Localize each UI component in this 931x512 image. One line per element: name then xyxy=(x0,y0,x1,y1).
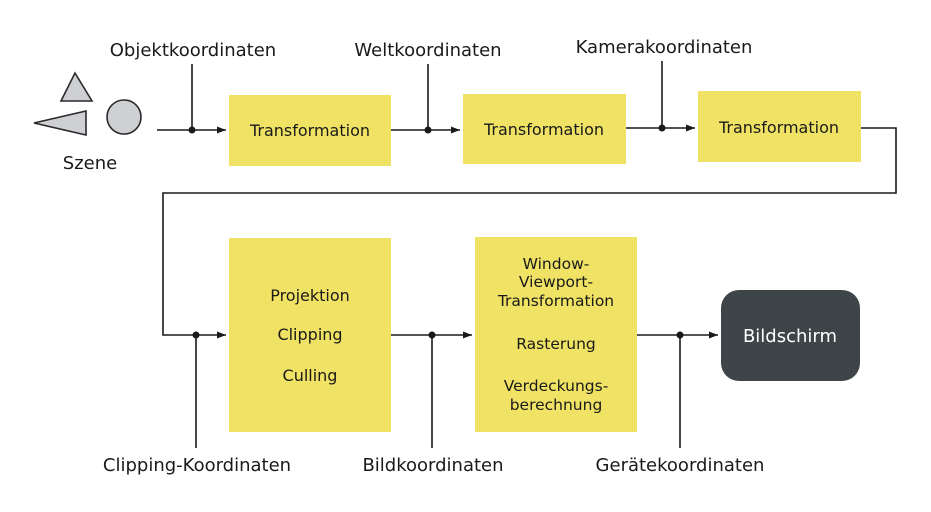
welt-label: Weltkoordinaten xyxy=(354,40,501,61)
projection-box-line-2: Clipping xyxy=(277,325,342,344)
transformation-box-1 xyxy=(229,95,391,166)
geraete-junction-dot xyxy=(676,331,684,339)
projection-box-line-1: Projektion xyxy=(270,286,350,305)
projection-box-line-3: Culling xyxy=(283,366,338,385)
transformation-box-2-label: Transformation xyxy=(483,120,604,139)
viewport-box-line-2: Viewport- xyxy=(519,273,593,291)
clipping-junction-dot xyxy=(192,331,200,339)
connector-wrap-around xyxy=(162,127,897,339)
welt-junction-dot xyxy=(424,126,432,134)
bild-junction-dot xyxy=(428,331,436,339)
viewport-box-line-5: Verdeckungs- xyxy=(504,377,609,395)
scene-label: Szene xyxy=(63,153,117,174)
viewport-box-line-3: Transformation xyxy=(497,292,614,310)
bild-label: Bildkoordinaten xyxy=(362,455,503,476)
transformation-box-3 xyxy=(698,91,861,162)
projection-box xyxy=(229,238,391,432)
clipping-label: Clipping-Koordinaten xyxy=(103,455,291,476)
transformation-box-1-label: Transformation xyxy=(249,121,370,140)
objekt-junction-dot xyxy=(188,126,196,134)
scene-circle-shape xyxy=(106,99,142,135)
viewport-box-line-4: Rasterung xyxy=(516,335,595,353)
screen-box-label: Bildschirm xyxy=(743,326,837,347)
transformation-box-2 xyxy=(463,94,626,164)
transformation-box-3-label: Transformation xyxy=(718,118,839,137)
geraete-label: Gerätekoordinaten xyxy=(596,455,765,476)
kamera-label: Kamerakoordinaten xyxy=(576,37,753,58)
scene-triangle-left-shape xyxy=(33,109,87,137)
viewport-box-line-6: berechnung xyxy=(510,396,603,414)
viewport-box-line-1: Window- xyxy=(523,255,590,273)
viewport-box xyxy=(475,237,637,432)
kamera-junction-dot xyxy=(658,124,666,132)
objekt-label: Objektkoordinaten xyxy=(110,40,276,61)
scene-triangle-up-shape xyxy=(59,71,94,102)
screen-box xyxy=(721,290,860,381)
